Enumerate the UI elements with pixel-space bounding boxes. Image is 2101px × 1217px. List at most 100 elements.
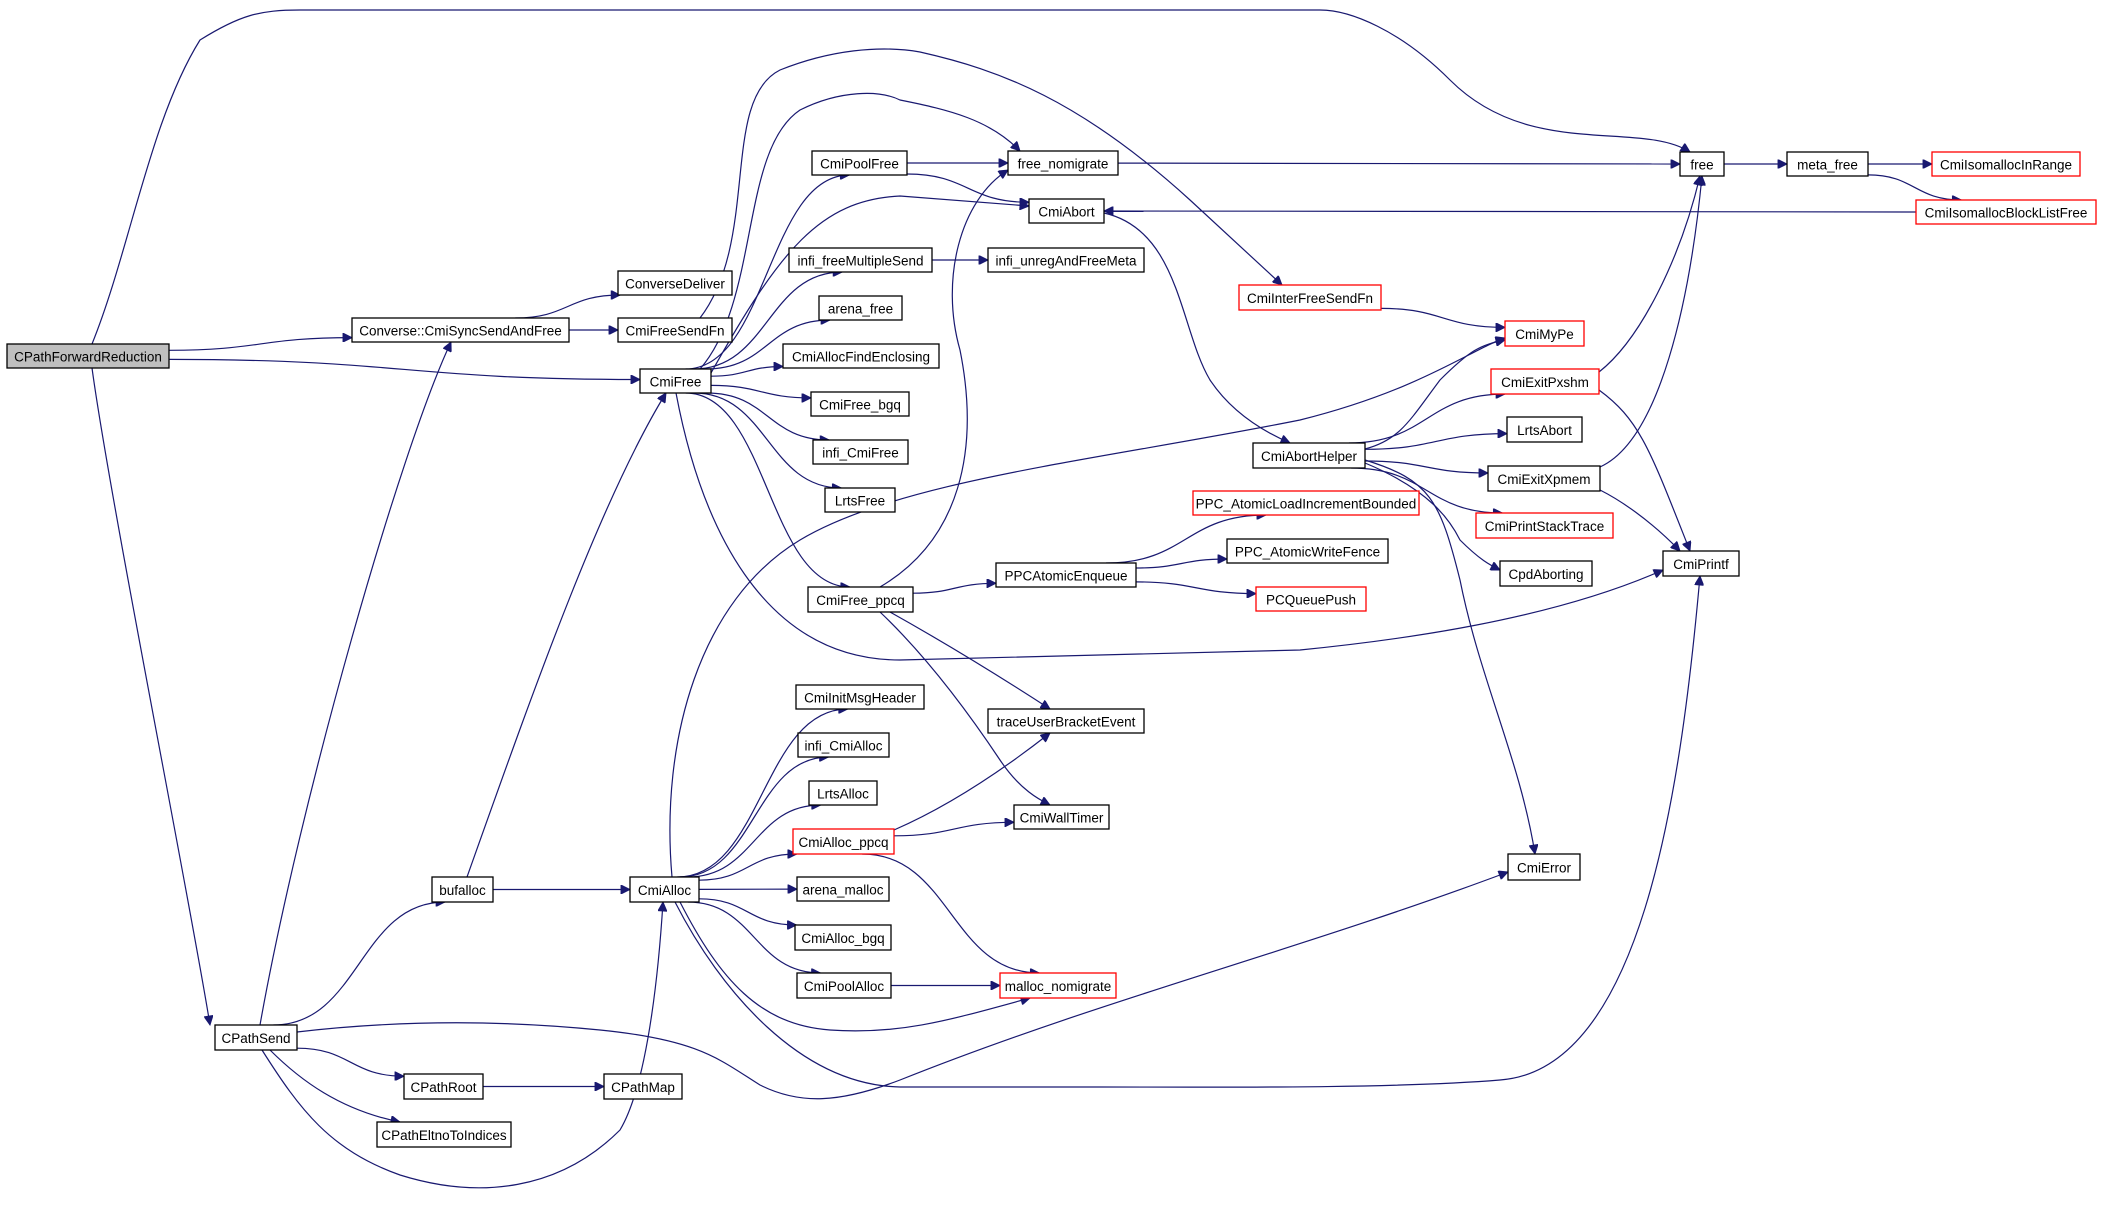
node-box[interactable] bbox=[987, 708, 1145, 734]
node-box[interactable] bbox=[1504, 320, 1585, 347]
node-CmiAlloc[interactable]: CmiAlloc bbox=[629, 876, 700, 903]
node-box[interactable] bbox=[795, 684, 925, 710]
node-box[interactable] bbox=[603, 1073, 683, 1100]
node-box[interactable] bbox=[811, 150, 908, 176]
node-box[interactable] bbox=[782, 343, 940, 369]
node-box[interactable] bbox=[214, 1024, 298, 1051]
node-box[interactable] bbox=[1679, 151, 1725, 177]
node-box[interactable] bbox=[1506, 416, 1583, 443]
node-box[interactable] bbox=[818, 295, 903, 321]
node-box[interactable] bbox=[810, 391, 910, 417]
node-CmiAbortHelper[interactable]: CmiAbortHelper bbox=[1252, 442, 1366, 469]
node-PPC_AtomicWriteFence[interactable]: PPC_AtomicWriteFence bbox=[1226, 538, 1389, 564]
node-box[interactable] bbox=[807, 586, 914, 613]
node-CmiFree_bgq[interactable]: CmiFree_bgq bbox=[810, 391, 910, 417]
node-PPC_AtomicLoadIncrementBounded[interactable]: PPC_AtomicLoadIncrementBounded bbox=[1192, 490, 1420, 516]
node-CmiPrintf[interactable]: CmiPrintf bbox=[1662, 550, 1740, 577]
node-box[interactable] bbox=[1487, 465, 1601, 492]
node-CmiIsomallocInRange[interactable]: CmiIsomallocInRange bbox=[1931, 151, 2081, 177]
node-free[interactable]: free bbox=[1679, 151, 1725, 177]
node-CmiMyPe[interactable]: CmiMyPe bbox=[1504, 320, 1585, 347]
node-box[interactable] bbox=[1028, 198, 1105, 224]
node-CmiExitXpmem[interactable]: CmiExitXpmem bbox=[1487, 465, 1601, 492]
node-box[interactable] bbox=[1226, 538, 1389, 564]
node-CmiInterFreeSendFn[interactable]: CmiInterFreeSendFn bbox=[1238, 284, 1382, 311]
node-infi_CmiAlloc[interactable]: infi_CmiAlloc bbox=[797, 732, 890, 758]
node-box[interactable] bbox=[403, 1073, 484, 1100]
node-box[interactable] bbox=[808, 780, 878, 806]
node-box[interactable] bbox=[6, 343, 170, 369]
node-meta_free[interactable]: meta_free bbox=[1786, 151, 1869, 177]
node-CmiInitMsgHeader[interactable]: CmiInitMsgHeader bbox=[795, 684, 925, 710]
node-CmiFree_ppcq[interactable]: CmiFree_ppcq bbox=[807, 586, 914, 613]
node-CmiPrintStackTrace[interactable]: CmiPrintStackTrace bbox=[1475, 512, 1614, 539]
node-infi_CmiFree[interactable]: infi_CmiFree bbox=[812, 439, 909, 465]
node-CmiAllocFindEnclosing[interactable]: CmiAllocFindEnclosing bbox=[782, 343, 940, 369]
node-PCQueuePush[interactable]: PCQueuePush bbox=[1255, 586, 1367, 612]
node-PPCAtomicEnqueue[interactable]: PPCAtomicEnqueue bbox=[995, 562, 1137, 588]
node-free_nomigrate[interactable]: free_nomigrate bbox=[1007, 150, 1119, 176]
node-CPathForwardReduction[interactable]: CPathForwardReduction bbox=[6, 343, 170, 369]
node-CpdAborting[interactable]: CpdAborting bbox=[1499, 560, 1593, 587]
node-box[interactable] bbox=[1255, 586, 1367, 612]
node-CmiAlloc_bgq[interactable]: CmiAlloc_bgq bbox=[794, 924, 892, 951]
node-arena_malloc[interactable]: arena_malloc bbox=[796, 876, 890, 902]
node-box[interactable] bbox=[431, 876, 494, 903]
node-infi_freeMultipleSend[interactable]: infi_freeMultipleSend bbox=[788, 247, 933, 273]
node-box[interactable] bbox=[351, 317, 570, 343]
node-box[interactable] bbox=[995, 562, 1137, 588]
node-box[interactable] bbox=[1915, 199, 2097, 225]
node-CmiError[interactable]: CmiError bbox=[1507, 853, 1581, 881]
node-box[interactable] bbox=[812, 439, 909, 465]
node-box[interactable] bbox=[1238, 284, 1382, 311]
node-box[interactable] bbox=[1507, 853, 1581, 881]
node-CmiPoolAlloc[interactable]: CmiPoolAlloc bbox=[796, 972, 892, 999]
node-LrtsAlloc[interactable]: LrtsAlloc bbox=[808, 780, 878, 806]
node-box[interactable] bbox=[999, 972, 1117, 999]
node-box[interactable] bbox=[797, 732, 890, 758]
node-CmiExitPxshm[interactable]: CmiExitPxshm bbox=[1490, 368, 1600, 395]
node-ConverseDeliver[interactable]: ConverseDeliver bbox=[617, 270, 733, 296]
node-traceUserBracketEvent[interactable]: traceUserBracketEvent bbox=[987, 708, 1145, 734]
node-arena_free[interactable]: arena_free bbox=[818, 295, 903, 321]
node-bufalloc[interactable]: bufalloc bbox=[431, 876, 494, 903]
node-LrtsAbort[interactable]: LrtsAbort bbox=[1506, 416, 1583, 443]
node-LrtsFree[interactable]: LrtsFree bbox=[824, 487, 896, 513]
node-box[interactable] bbox=[1252, 442, 1366, 469]
node-box[interactable] bbox=[794, 924, 892, 951]
node-Converse_CmiSyncSendAndFree[interactable]: Converse::CmiSyncSendAndFree bbox=[351, 317, 570, 343]
node-box[interactable] bbox=[1931, 151, 2081, 177]
node-CmiFreeSendFn[interactable]: CmiFreeSendFn bbox=[617, 317, 733, 343]
node-box[interactable] bbox=[376, 1121, 512, 1148]
node-CmiFree[interactable]: CmiFree bbox=[639, 368, 712, 394]
node-box[interactable] bbox=[1786, 151, 1869, 177]
node-CmiIsomallocBlockListFree[interactable]: CmiIsomallocBlockListFree bbox=[1915, 199, 2097, 225]
node-box[interactable] bbox=[987, 247, 1145, 273]
node-box[interactable] bbox=[824, 487, 896, 513]
node-box[interactable] bbox=[1475, 512, 1614, 539]
node-CmiWallTimer[interactable]: CmiWallTimer bbox=[1013, 804, 1110, 830]
node-box[interactable] bbox=[1490, 368, 1600, 395]
node-box[interactable] bbox=[1499, 560, 1593, 587]
node-CPathSend[interactable]: CPathSend bbox=[214, 1024, 298, 1051]
node-box[interactable] bbox=[796, 876, 890, 902]
node-box[interactable] bbox=[1192, 490, 1420, 516]
node-box[interactable] bbox=[639, 368, 712, 394]
node-box[interactable] bbox=[796, 972, 892, 999]
node-box[interactable] bbox=[1662, 550, 1740, 577]
node-CmiAlloc_ppcq[interactable]: CmiAlloc_ppcq bbox=[792, 828, 895, 855]
node-box[interactable] bbox=[629, 876, 700, 903]
node-box[interactable] bbox=[792, 828, 895, 855]
node-infi_unregAndFreeMeta[interactable]: infi_unregAndFreeMeta bbox=[987, 247, 1145, 273]
node-CmiAbort[interactable]: CmiAbort bbox=[1028, 198, 1105, 224]
node-box[interactable] bbox=[617, 270, 733, 296]
node-CPathEltnoToIndices[interactable]: CPathEltnoToIndices bbox=[376, 1121, 512, 1148]
node-box[interactable] bbox=[617, 317, 733, 343]
node-box[interactable] bbox=[1013, 804, 1110, 830]
node-box[interactable] bbox=[788, 247, 933, 273]
node-CmiPoolFree[interactable]: CmiPoolFree bbox=[811, 150, 908, 176]
node-CPathRoot[interactable]: CPathRoot bbox=[403, 1073, 484, 1100]
node-malloc_nomigrate[interactable]: malloc_nomigrate bbox=[999, 972, 1117, 999]
node-CPathMap[interactable]: CPathMap bbox=[603, 1073, 683, 1100]
node-box[interactable] bbox=[1007, 150, 1119, 176]
